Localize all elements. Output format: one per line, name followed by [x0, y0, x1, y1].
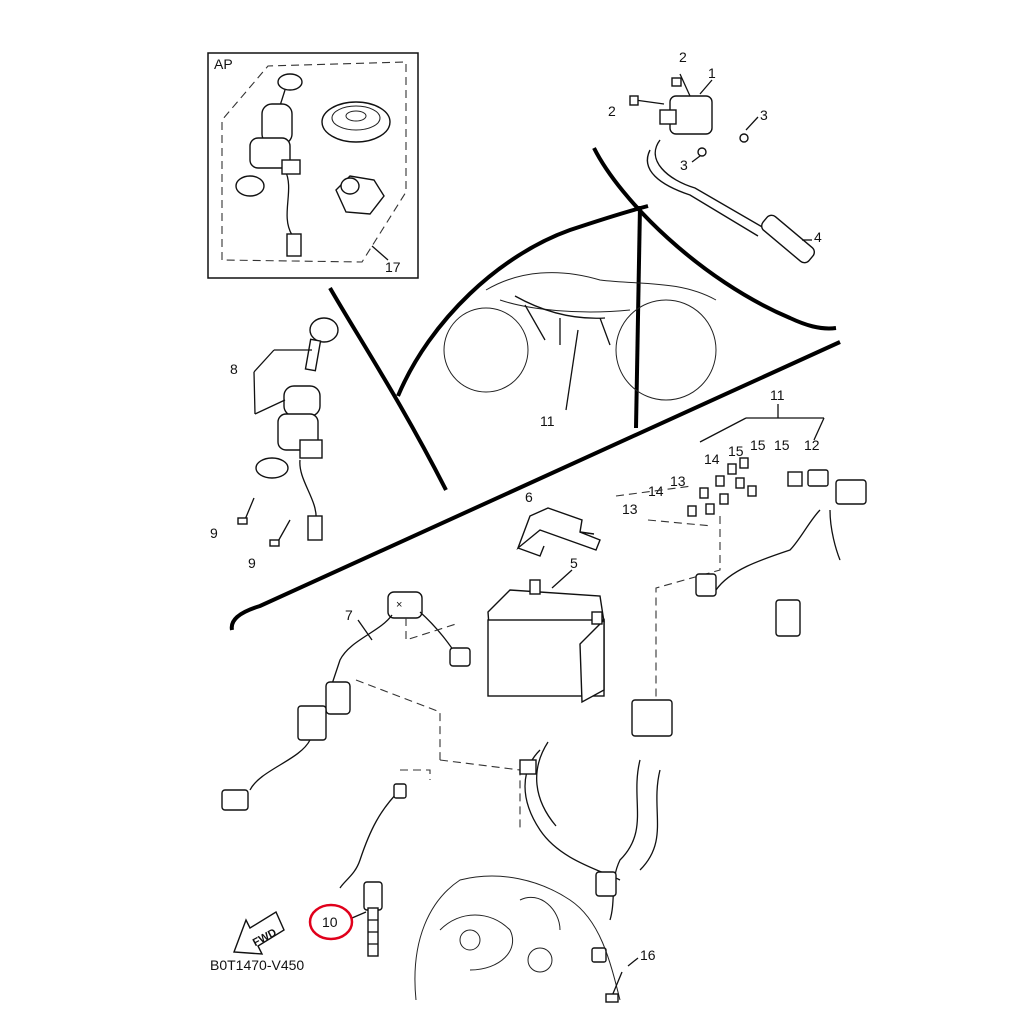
callout-13-left: 13 [622, 501, 638, 517]
callout-15-b: 15 [750, 437, 766, 453]
callout-13-top: 13 [670, 473, 686, 489]
callout-3-right: 3 [760, 107, 768, 123]
key-icon [304, 317, 339, 372]
callout-4: 4 [814, 229, 822, 245]
inset-ap-box: AP 17 [207, 52, 419, 279]
callout-1: 1 [708, 65, 716, 81]
inset-fuel-cap-icon [321, 101, 391, 143]
callout-15-c: 15 [774, 437, 790, 453]
callout-12: 12 [804, 437, 820, 453]
callout-14-top: 14 [704, 451, 720, 467]
fuse-block-section: 11 12 15 15 15 14 13 14 13 [615, 387, 867, 527]
inset-main-switch-icon [235, 73, 303, 257]
fwd-arrow-icon: FWD [233, 910, 285, 955]
screw-icon [237, 497, 255, 525]
screw-icon-2 [269, 519, 291, 547]
callout-7: 7 [345, 607, 353, 623]
coil-nut-icon-2 [697, 147, 707, 157]
callout-9-bottom: 9 [248, 555, 256, 571]
callout-11-harness: 11 [770, 387, 785, 403]
inset-seat-lock-icon [335, 175, 385, 215]
engine-outline [414, 875, 621, 1001]
callout-2-left: 2 [608, 103, 616, 119]
relay-connector-icon [787, 469, 867, 505]
neutral-switch-icon [339, 783, 407, 957]
ignition-coil-section: 1 2 2 3 3 4 [592, 49, 837, 331]
callout-9-top: 9 [210, 525, 218, 541]
coil-nut-icon [739, 133, 749, 143]
inset-label: AP [214, 56, 233, 72]
callout-11-overview: 11 [540, 413, 555, 429]
highlighted-callout-10[interactable]: 10 [308, 903, 354, 941]
diagram-code: B0T1470-V450 [210, 957, 304, 973]
battery-band-icon [516, 507, 601, 557]
main-switch-section: 8 9 9 [210, 317, 339, 571]
callout-2-top: 2 [679, 49, 687, 65]
motorcycle-overview: 11 [328, 204, 717, 491]
callout-10: 10 [322, 914, 338, 930]
callout-16: 16 [640, 947, 656, 963]
callout-5: 5 [570, 555, 578, 571]
bolt-icon [605, 957, 639, 1003]
svg-text:×: × [396, 599, 402, 611]
sub-lead-icon: × [221, 591, 471, 811]
battery-icon [487, 569, 605, 704]
coil-bolt-icon [629, 73, 691, 106]
main-switch-icon [255, 385, 323, 541]
ignition-coil-icon [646, 95, 816, 264]
callout-6: 6 [525, 489, 533, 505]
callout-15-a: 15 [728, 443, 744, 459]
callout-8: 8 [230, 361, 238, 377]
main-harness-icon [519, 509, 844, 963]
callout-3-bottom: 3 [680, 157, 688, 173]
callout-17: 17 [385, 259, 401, 275]
fuse-icon-group [687, 457, 757, 517]
